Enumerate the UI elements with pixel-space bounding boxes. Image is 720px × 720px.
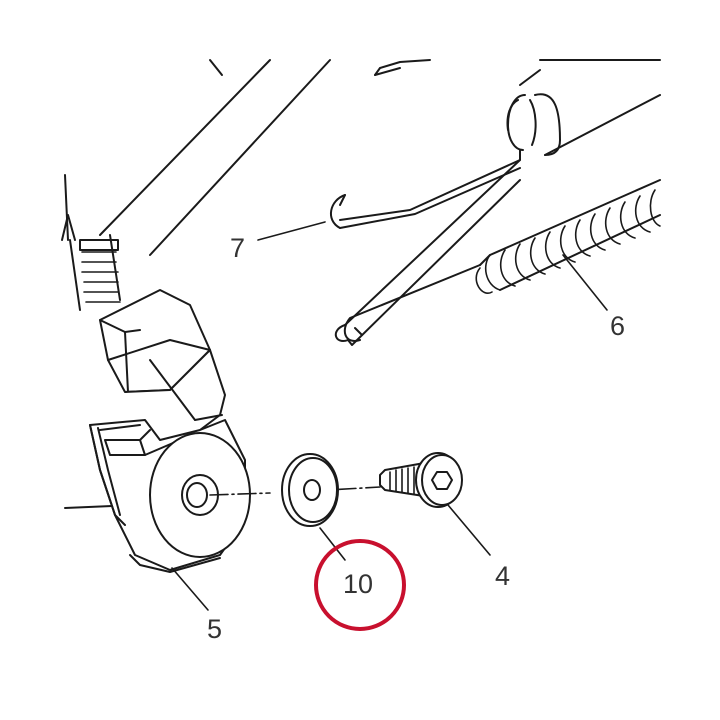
part-7-spring-hooked <box>330 159 521 229</box>
callout-5: 5 <box>207 614 222 644</box>
callout-7: 7 <box>230 233 245 263</box>
frame-tube <box>61 59 431 256</box>
part-10-washer <box>281 453 339 527</box>
highlight-circle <box>314 539 406 631</box>
part-4-bolt <box>379 452 463 508</box>
part-6-coil-spring <box>343 179 661 342</box>
callout-4: 4 <box>495 561 510 591</box>
callout-10: 10 <box>343 569 373 599</box>
callout-6: 6 <box>610 311 625 341</box>
leader-lines <box>171 221 608 611</box>
part-5-bracket <box>64 234 251 573</box>
